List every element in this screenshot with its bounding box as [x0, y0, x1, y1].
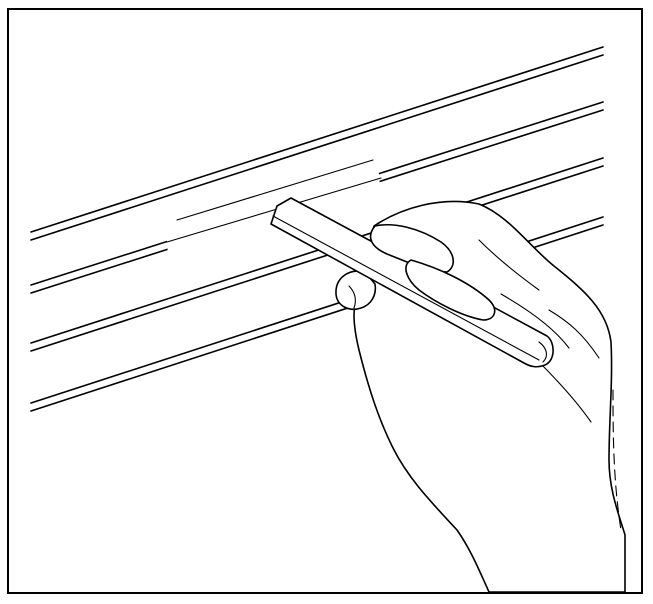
index-finger — [369, 223, 454, 273]
knuckle-line — [548, 309, 600, 359]
tape-fold-line — [166, 177, 382, 243]
tape-edge-detail — [176, 159, 374, 221]
finger-contour-2 — [500, 293, 570, 349]
rail-3-lower — [30, 165, 604, 352]
middle-finger — [405, 259, 496, 321]
finger-contour-3 — [538, 361, 592, 423]
wrist-edge — [612, 389, 622, 531]
finger-contour-1 — [478, 239, 540, 291]
tape-application-illustration — [30, 46, 626, 592]
fingers — [369, 223, 496, 321]
rail-3-upper — [30, 157, 604, 344]
illustration-frame — [7, 8, 643, 594]
applicator-edge — [272, 215, 540, 361]
rail-1-lower — [30, 54, 604, 241]
applicator-tip — [538, 341, 548, 363]
thumb — [335, 270, 377, 310]
thumb-crease — [348, 285, 356, 309]
rail-1-upper — [30, 46, 604, 233]
tape-body — [165, 152, 381, 272]
adhesive-tape — [165, 152, 382, 272]
